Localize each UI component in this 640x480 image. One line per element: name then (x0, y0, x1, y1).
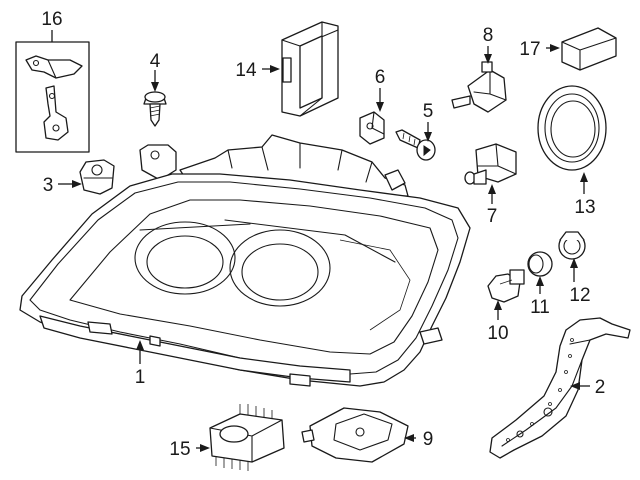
led-driver[interactable] (209, 404, 285, 471)
callout-5: 5 (423, 101, 434, 122)
callout-1: 1 (135, 367, 146, 388)
callout-13: 13 (574, 197, 595, 218)
leader-lines (51, 30, 590, 452)
callout-15: 15 (169, 439, 190, 460)
support-bracket[interactable] (489, 317, 631, 459)
callout-7: 7 (487, 206, 498, 227)
bolt[interactable] (395, 129, 436, 161)
control-module[interactable] (301, 407, 409, 463)
xenon-bulb[interactable] (451, 61, 507, 113)
callout-10: 10 (487, 323, 508, 344)
callout-6: 6 (375, 67, 386, 88)
bulb-holder[interactable] (527, 251, 553, 277)
ballast-module[interactable] (281, 21, 339, 117)
callout-11: 11 (530, 297, 550, 318)
callout-16: 16 (41, 9, 62, 30)
screw[interactable] (143, 91, 167, 127)
clip-nut[interactable] (359, 111, 385, 145)
kit-box[interactable] (561, 27, 617, 71)
headlamp-assembly[interactable] (19, 134, 471, 387)
callout-12: 12 (569, 285, 590, 306)
callout-4: 4 (150, 51, 161, 72)
callout-14: 14 (235, 60, 257, 81)
callout-2: 2 (595, 377, 606, 398)
dust-cap[interactable] (537, 85, 607, 171)
side-marker-socket[interactable] (558, 231, 586, 260)
bulb[interactable] (487, 269, 525, 303)
callout-17: 17 (519, 39, 540, 60)
callout-9: 9 (423, 429, 434, 450)
callout-3: 3 (43, 175, 54, 196)
callout-8: 8 (483, 25, 494, 46)
mount-block[interactable] (79, 159, 115, 195)
repair-bracket-kit[interactable] (15, 41, 90, 153)
callout-labels: 1 2 3 4 5 6 7 8 9 10 11 12 13 14 15 16 1… (41, 9, 605, 460)
bulb-socket[interactable] (464, 143, 517, 185)
